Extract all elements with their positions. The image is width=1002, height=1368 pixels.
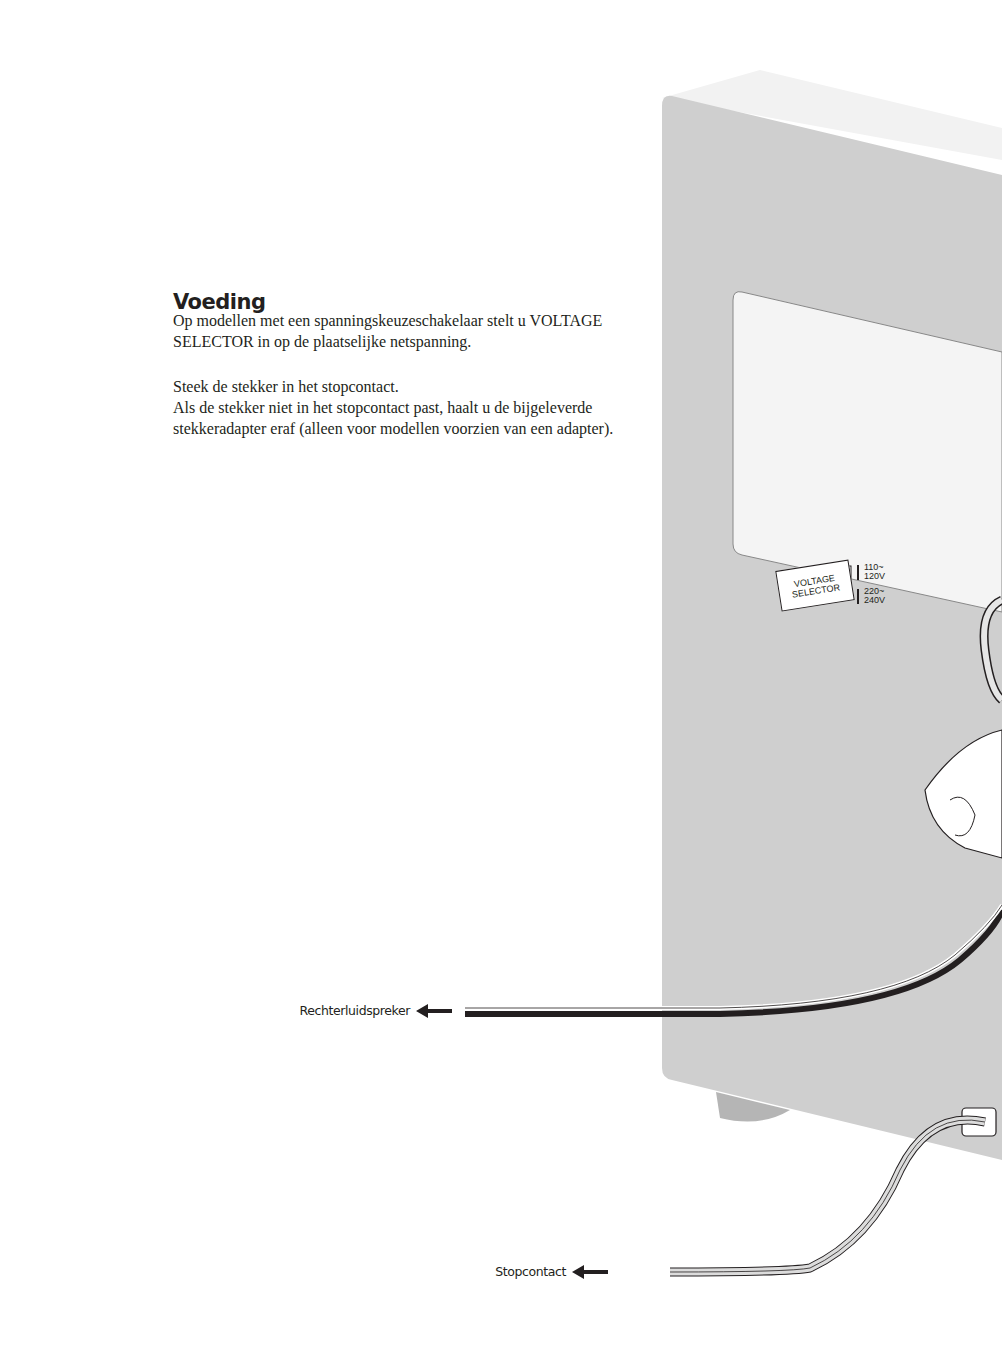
selector-label: VOLTAGE SELECTOR bbox=[784, 571, 846, 600]
label-panel bbox=[733, 292, 1002, 612]
speaker-cable bbox=[465, 905, 1002, 1008]
hand-detail bbox=[950, 797, 975, 836]
power-cord bbox=[670, 1120, 985, 1272]
power-cord bbox=[670, 1120, 985, 1272]
speaker-cable bbox=[465, 910, 1002, 1014]
speaker-cable bbox=[465, 905, 1002, 1008]
instruction-text: Steek de stekker in het stopcontact. bbox=[173, 376, 663, 397]
power-cord bbox=[670, 1120, 985, 1272]
voltage-value: 220~ 240V bbox=[864, 587, 894, 605]
direction-arrow bbox=[416, 1004, 452, 1018]
hand bbox=[925, 730, 1002, 858]
connection-caption: Stopcontact bbox=[495, 1264, 566, 1279]
switch-mark bbox=[857, 565, 859, 580]
instruction-text: Als de stekker niet in het stopcontact p… bbox=[173, 397, 663, 439]
voltage-value: 110~ 120V bbox=[864, 563, 894, 581]
instruction-text: Op modellen met een spanningskeuzeschake… bbox=[173, 310, 663, 352]
unit-foot bbox=[716, 1092, 790, 1122]
direction-arrow bbox=[572, 1265, 608, 1279]
cable bbox=[984, 600, 1002, 700]
connection-caption: Rechterluidspreker bbox=[299, 1003, 410, 1018]
cable bbox=[984, 600, 1002, 700]
switch-mark bbox=[857, 589, 859, 604]
section-title: Voeding bbox=[173, 290, 266, 314]
